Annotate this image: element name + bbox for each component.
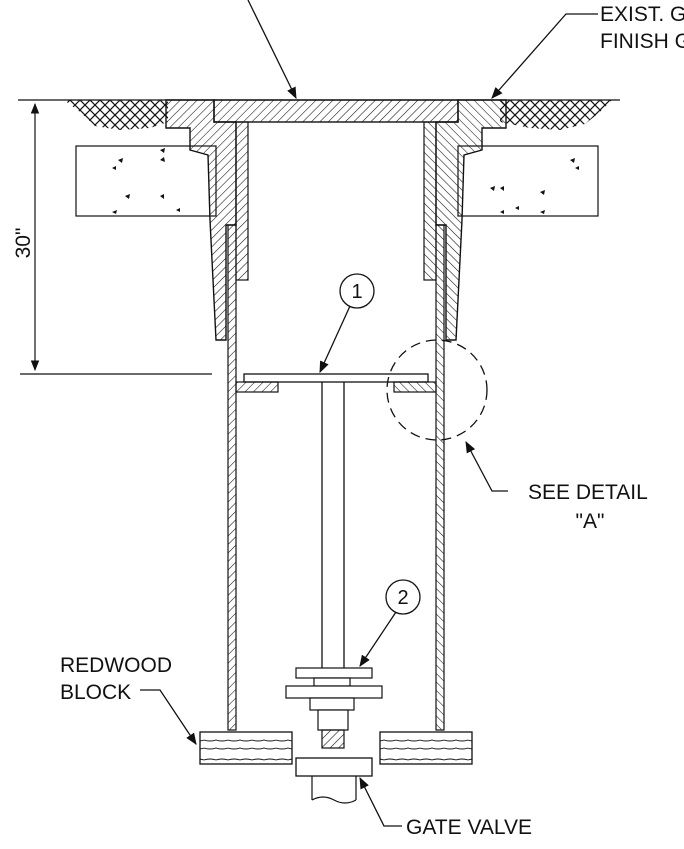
inner-sleeve-right <box>423 121 437 281</box>
depth-dimension <box>20 102 212 375</box>
inner-sleeve-left <box>235 121 249 281</box>
leader-lines <box>140 0 598 827</box>
see-detail-label-line1: SEE DETAIL <box>528 481 648 504</box>
see-detail-label-line2: "A" <box>576 510 605 533</box>
concrete-collar-left <box>75 145 217 217</box>
riser-pipe-left <box>227 224 237 731</box>
extension-stem <box>321 382 345 668</box>
detail-a-circle <box>386 339 488 441</box>
depth-dimension-label: 30" <box>12 228 35 259</box>
redwood-block-label-line2: BLOCK <box>60 681 131 704</box>
concrete-collar-right <box>457 145 599 217</box>
valve-box-body-left <box>165 99 237 341</box>
callout-bubble-1 <box>339 273 375 309</box>
callout-bubble-2-label: 2 <box>397 587 408 609</box>
riser-pipe-right <box>435 224 445 731</box>
existing-grade-label-line2: FINISH G <box>600 30 684 53</box>
callout-bubble-2 <box>385 579 421 615</box>
existing-grade-label-line1: EXIST. G <box>600 3 684 26</box>
redwood-block-label-line1: REDWOOD <box>60 654 172 677</box>
valve-box-body-right <box>435 99 507 341</box>
extension-stem-disc <box>235 373 437 393</box>
stem-coupling-assembly <box>285 667 383 804</box>
redwood-block-left <box>199 731 293 765</box>
earth-hatch <box>64 100 612 130</box>
gate-valve-label: GATE VALVE <box>406 816 532 839</box>
callout-bubble-1-label: 1 <box>351 281 362 303</box>
redwood-block-right <box>379 731 473 765</box>
valve-box-lid <box>213 99 459 123</box>
